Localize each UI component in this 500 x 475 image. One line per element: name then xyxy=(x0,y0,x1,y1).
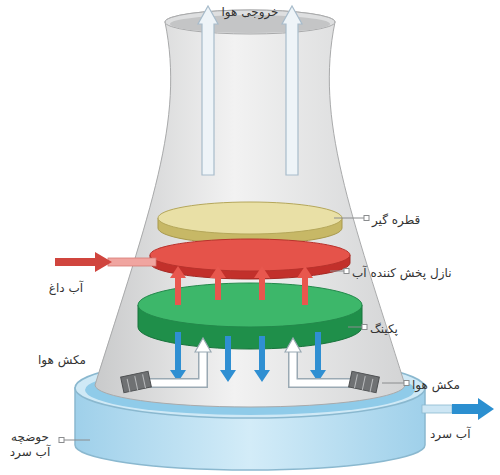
falling-water-arrow-part xyxy=(310,332,326,382)
drift-eliminator xyxy=(158,202,342,244)
part-label-text: پکینگ xyxy=(370,322,398,337)
leader-line-part xyxy=(59,438,64,443)
falling-water-arrow-part xyxy=(220,336,236,382)
air-vent-slat-part xyxy=(370,379,373,393)
cold-water-outlet-part xyxy=(452,398,494,420)
exhaust-air-arrow xyxy=(198,6,302,175)
part-label-text: مکش هوا xyxy=(412,378,460,393)
spray-arrow xyxy=(170,266,313,305)
part-label-text: قطره گیر xyxy=(372,213,420,228)
part-label: آب سرد xyxy=(430,424,470,442)
air-intake-arrow-part xyxy=(150,350,203,383)
spray-arrow-part xyxy=(254,266,270,300)
air-intake-arrow-part xyxy=(195,338,211,352)
part-label-text: نازل پخش کننده آب xyxy=(352,266,452,281)
air-intake-arrow-part xyxy=(285,338,301,352)
air-vent-slat xyxy=(127,374,373,392)
leader-line-part xyxy=(404,381,409,386)
hot-water-inlet-part xyxy=(108,258,156,266)
tower-shell-part xyxy=(95,10,405,407)
spray-arrow-part xyxy=(297,266,313,305)
leader-line-part xyxy=(362,325,367,330)
air-intake-arrow-part xyxy=(293,350,350,383)
part-label: نازل پخش کننده آب xyxy=(352,263,452,281)
air-vent-slat-part xyxy=(355,374,358,388)
exhaust-air-arrow-part xyxy=(198,6,218,175)
air-vent-slat-part xyxy=(127,379,130,393)
air-vent xyxy=(121,371,380,392)
part-label: پکینگ xyxy=(370,319,398,337)
part-label-text: خروجی هوا xyxy=(222,5,279,20)
packing-fill xyxy=(138,283,362,349)
part-label-text: آب داغ xyxy=(49,281,83,296)
drift-eliminator-part xyxy=(158,202,342,234)
exhaust-air-arrow-part xyxy=(282,6,302,175)
leader-line-part xyxy=(382,383,406,384)
air-vent-part xyxy=(349,371,380,392)
leader-line xyxy=(59,216,409,443)
hot-water-inlet-part xyxy=(55,252,112,272)
air-intake-arrow-part xyxy=(293,350,350,383)
part-label-text: آب سرد xyxy=(430,427,470,442)
leader-line-part xyxy=(334,218,366,219)
part-label: قطره گیر xyxy=(372,210,420,228)
packing-fill-part xyxy=(138,283,362,327)
air-vent-slat-part xyxy=(135,376,138,390)
falling-water-arrow-part xyxy=(170,332,186,382)
cold-water-outlet-part xyxy=(422,405,452,413)
leader-line-part xyxy=(364,216,369,221)
spray-nozzle-disk-part xyxy=(150,239,350,271)
air-intake-arrow-part xyxy=(150,350,203,383)
part-label: آب داغ xyxy=(49,278,83,296)
spray-arrow-part xyxy=(170,266,186,305)
falling-water-arrow-part xyxy=(254,336,270,382)
part-label: مکش هوا xyxy=(412,375,460,393)
tower-shell xyxy=(95,10,405,407)
part-label-text: مکش هوا xyxy=(38,353,86,368)
spray-arrow-part xyxy=(210,266,226,300)
hot-water-inlet xyxy=(55,252,156,272)
air-vent-slat-part xyxy=(362,376,365,390)
air-vent-part xyxy=(121,371,152,392)
cold-water-outlet xyxy=(422,398,494,420)
part-label: حوضچه آب سرد xyxy=(4,430,56,460)
falling-water-arrow xyxy=(170,332,326,382)
part-label-text: حوضچه آب سرد xyxy=(4,430,56,460)
air-intake-arrow xyxy=(150,338,350,383)
part-label: خروجی هوا xyxy=(222,2,279,20)
leader-line-part xyxy=(344,269,349,274)
leader-line-part xyxy=(62,440,90,441)
air-vent-slat-part xyxy=(143,374,146,388)
part-label: مکش هوا xyxy=(38,350,86,368)
